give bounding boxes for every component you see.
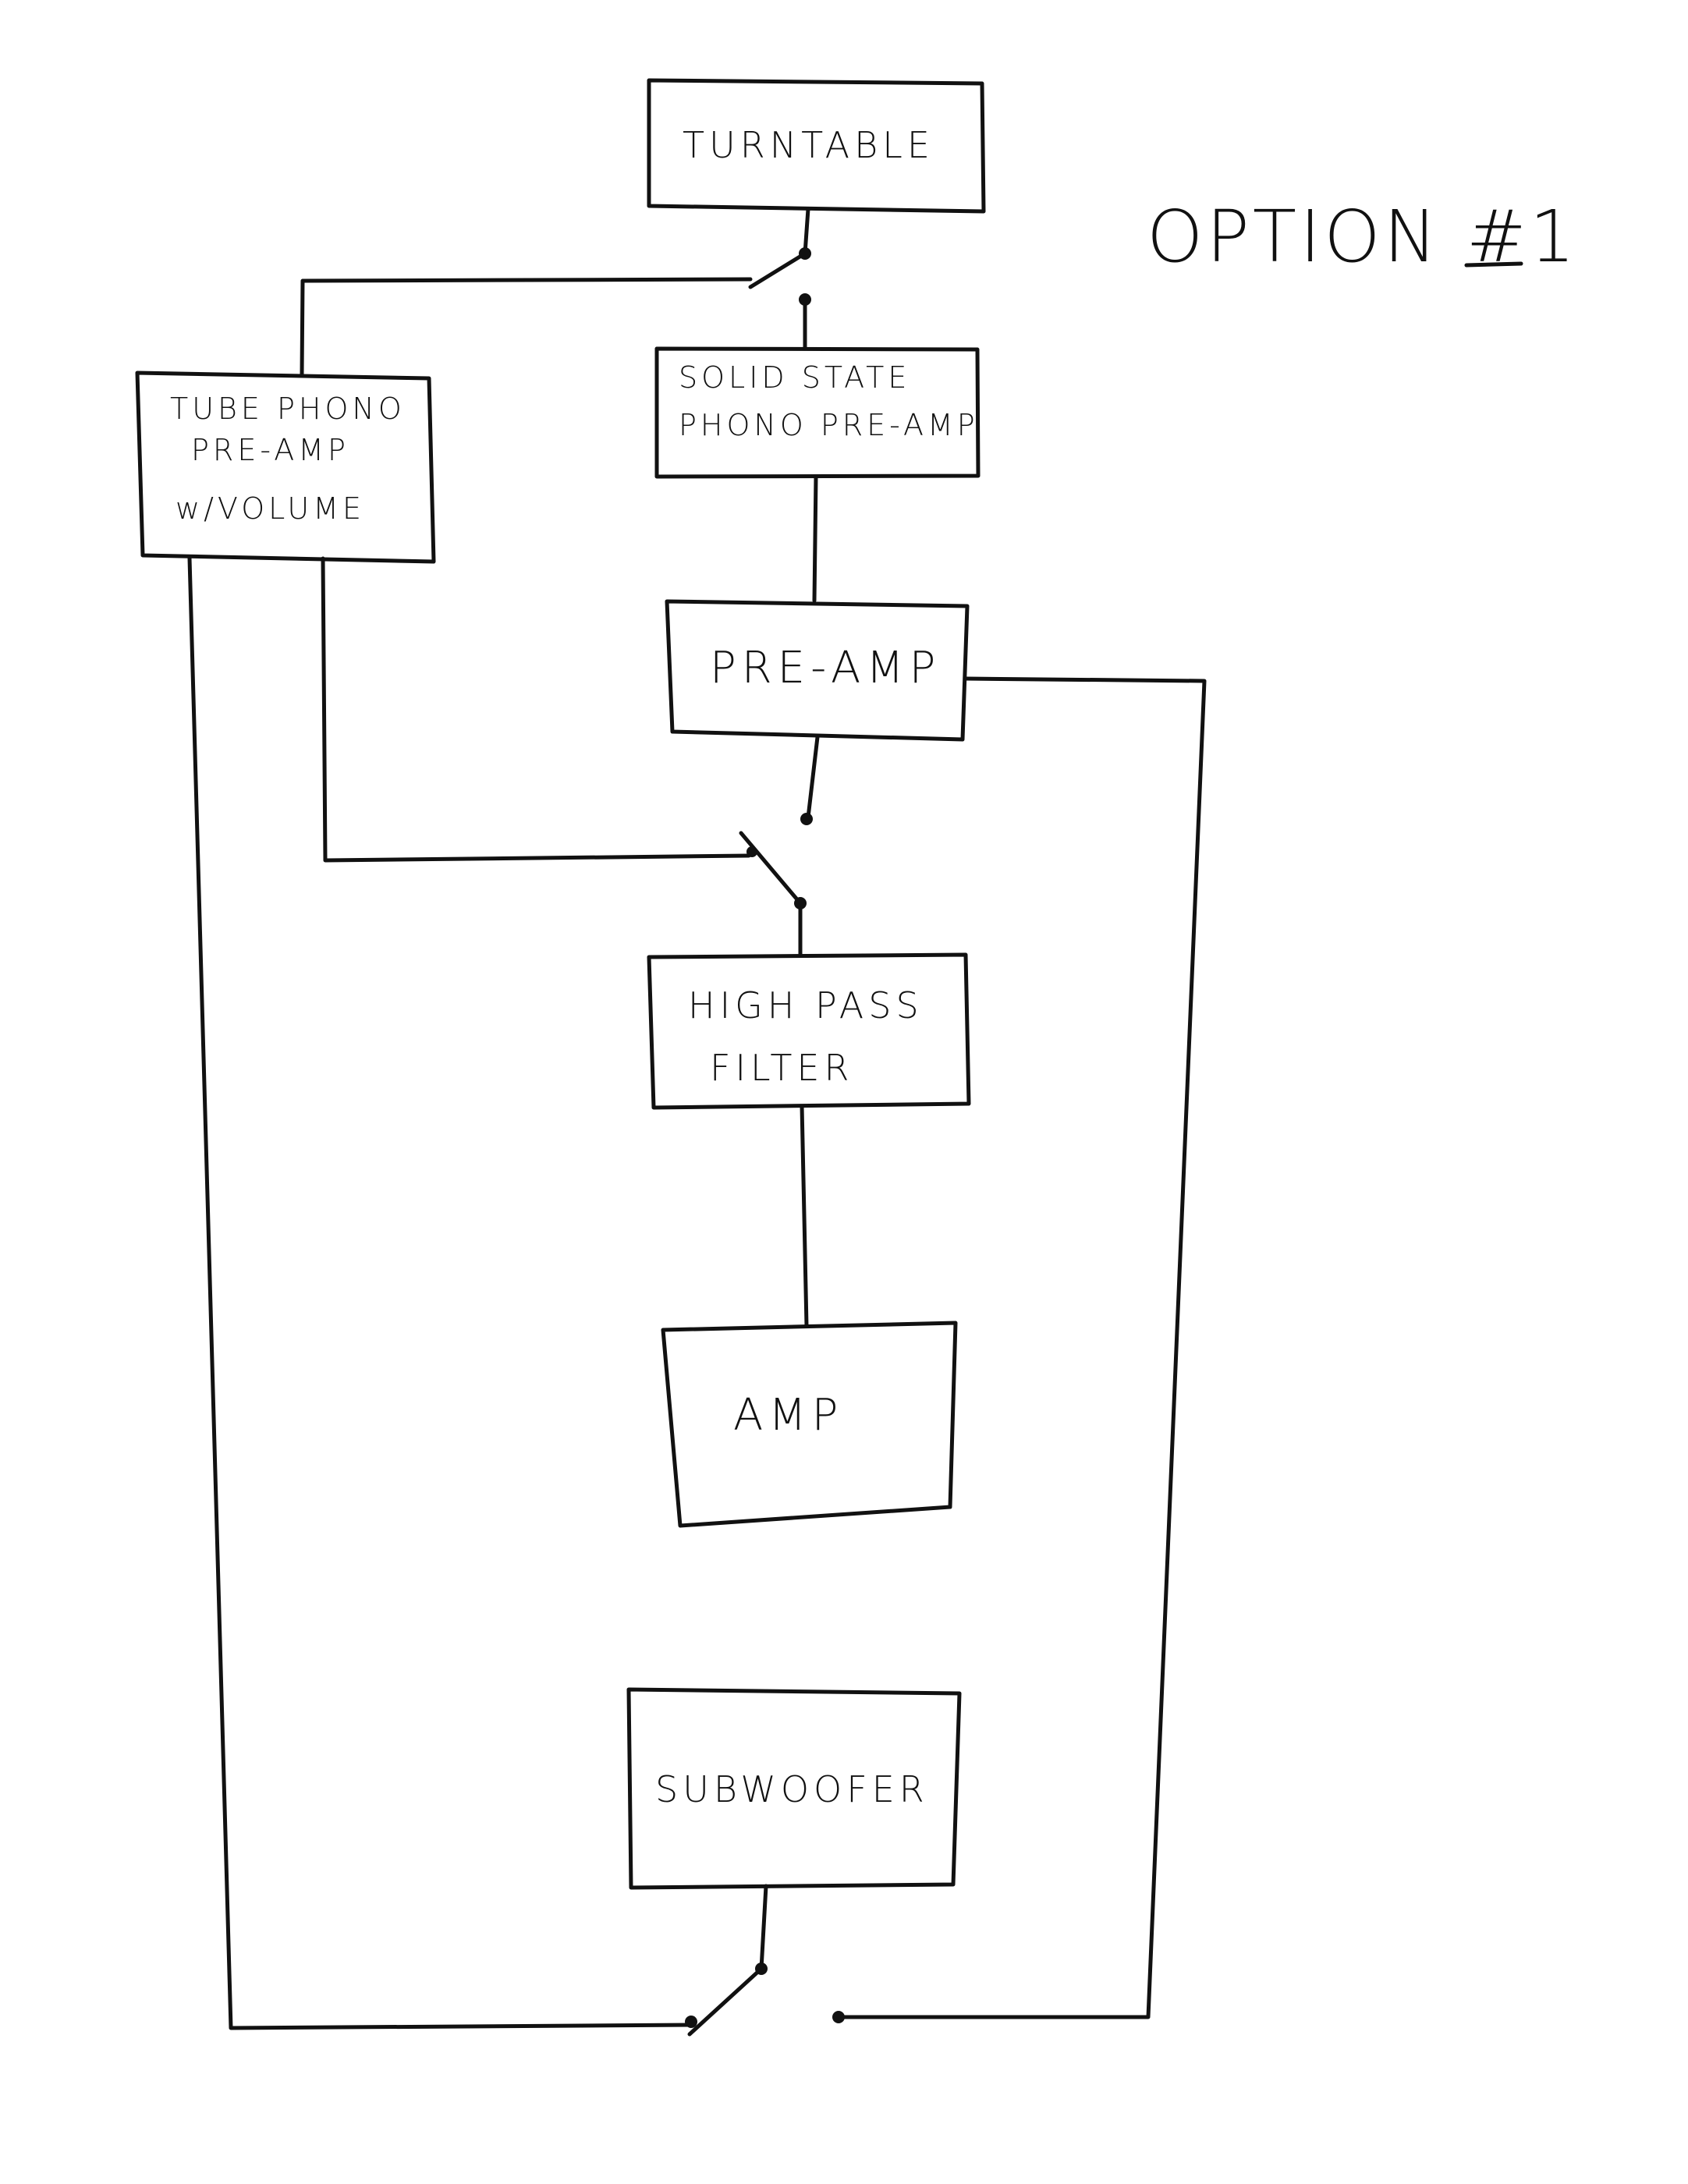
switch2-pole-dot bbox=[794, 897, 807, 909]
subwoofer-label: SUBWOOFER bbox=[655, 1768, 929, 1810]
switch3-right-dot bbox=[832, 2011, 845, 2023]
wire-hpf-to-amp bbox=[800, 1104, 809, 1328]
wire-solid-state-to-preamp bbox=[812, 474, 818, 603]
wire-tube-preamp-to-switch2 bbox=[321, 556, 751, 863]
turntable-box: TURNTABLE bbox=[647, 78, 986, 214]
high-pass-filter-label-line1: HIGH PASS bbox=[688, 984, 924, 1026]
wire-turntable-to-switch1 bbox=[803, 207, 810, 256]
switch1-pole-dot bbox=[799, 247, 811, 260]
tube-phono-preamp-label-line3: w/VOLUME bbox=[176, 491, 365, 526]
title-underline bbox=[1464, 261, 1523, 268]
high-pass-filter-box: HIGH PASS FILTER bbox=[647, 952, 971, 1110]
switch2-lever bbox=[739, 831, 803, 906]
high-pass-filter-label-line2: FILTER bbox=[710, 1047, 853, 1089]
wire-subwoofer-to-switch3 bbox=[759, 1884, 768, 1971]
switch1-contact-dot bbox=[799, 293, 811, 306]
preamp-box: PRE-AMP bbox=[665, 599, 970, 742]
switch3-left-dot bbox=[685, 2016, 697, 2028]
wire-switch1-to-tube-preamp bbox=[300, 277, 753, 377]
diagram-title: OPTION #1 bbox=[1147, 195, 1578, 278]
switch2-pivot-dot bbox=[746, 846, 757, 857]
amp-label: AMP bbox=[733, 1390, 843, 1441]
switch2-contact-dot bbox=[800, 813, 813, 825]
switch3-pole-dot bbox=[755, 1962, 768, 1975]
subwoofer-box: SUBWOOFER bbox=[626, 1687, 962, 1890]
switch3-lever bbox=[687, 1966, 764, 2037]
turntable-label: TURNTABLE bbox=[683, 124, 934, 166]
tube-phono-preamp-label-line1: TUBE PHONO bbox=[170, 392, 406, 426]
wire-preamp-to-switch3 bbox=[836, 676, 1207, 2019]
solid-state-phono-preamp-box: SOLID STATE PHONO PRE-AMP bbox=[654, 346, 981, 479]
tube-phono-preamp-label-line2: PRE-AMP bbox=[191, 433, 349, 467]
tube-phono-preamp-box: TUBE PHONO PRE-AMP w/VOLUME bbox=[135, 370, 436, 564]
amp-box: AMP bbox=[661, 1321, 958, 1528]
solid-state-phono-preamp-label-line2: PHONO PRE-AMP bbox=[679, 408, 979, 442]
solid-state-phono-preamp-label-line1: SOLID STATE bbox=[679, 360, 910, 395]
preamp-label: PRE-AMP bbox=[710, 643, 941, 693]
switch1-lever bbox=[748, 251, 807, 289]
wire-tube-preamp-to-switch3 bbox=[187, 556, 695, 2030]
wire-preamp-to-switch2 bbox=[806, 735, 820, 820]
